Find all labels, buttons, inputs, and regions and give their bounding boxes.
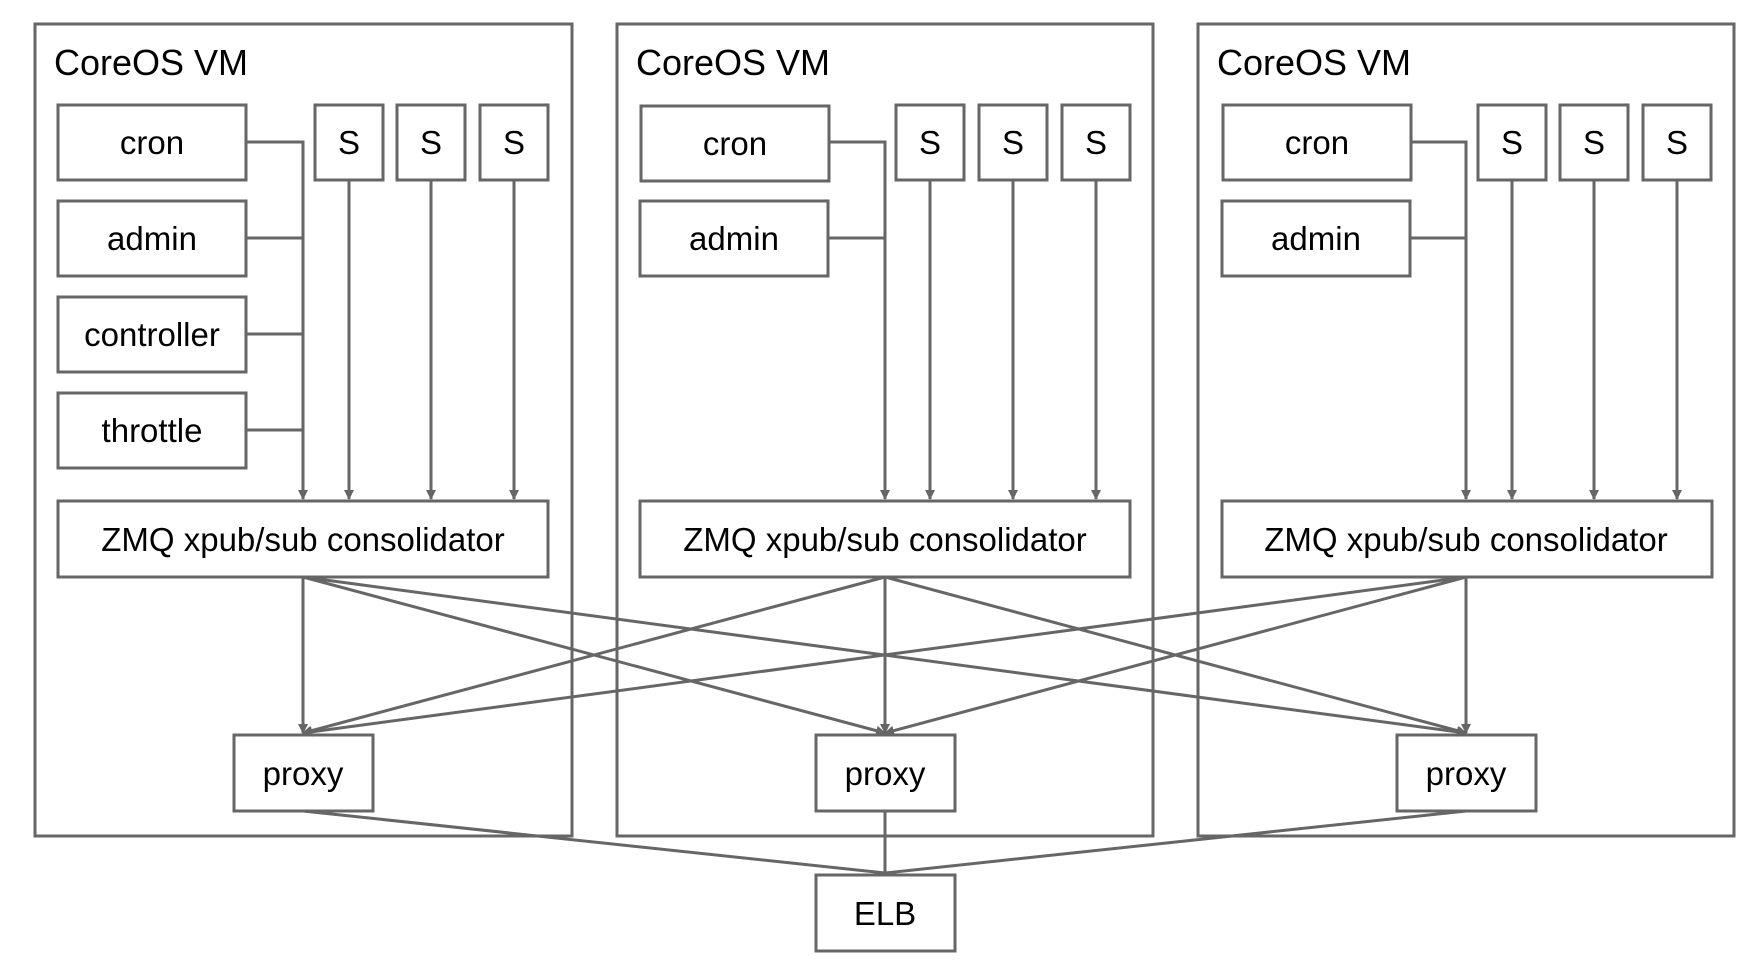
service-label: controller bbox=[84, 316, 220, 353]
consolidator-box bbox=[1220, 499, 1714, 579]
s-box-label: S bbox=[919, 124, 941, 161]
connector-cron bbox=[1411, 140, 1471, 500]
service-box-admin bbox=[638, 199, 830, 278]
service-label: admin bbox=[689, 220, 779, 257]
s-box bbox=[1060, 103, 1132, 182]
proxy-label: proxy bbox=[263, 755, 344, 792]
mesh-connector bbox=[884, 575, 1467, 736]
service-box-admin bbox=[1220, 199, 1412, 278]
service-label: throttle bbox=[102, 412, 203, 449]
s-box-label: S bbox=[420, 124, 442, 161]
consolidator-label: ZMQ xpub/sub consolidator bbox=[101, 521, 505, 558]
s-box bbox=[478, 103, 550, 182]
s-box-label: S bbox=[1666, 124, 1688, 161]
elb-label: ELB bbox=[854, 895, 916, 932]
service-box-throttle bbox=[56, 391, 248, 470]
connector-cron bbox=[829, 140, 890, 500]
service-box-admin bbox=[56, 199, 248, 278]
proxy-label: proxy bbox=[1426, 755, 1507, 792]
s-box bbox=[894, 103, 966, 182]
mesh-connector bbox=[302, 575, 886, 736]
service-label: cron bbox=[703, 125, 767, 162]
s-box-label: S bbox=[1583, 124, 1605, 161]
elb-connector bbox=[302, 809, 886, 875]
consolidator-box bbox=[638, 499, 1132, 579]
vm-title: CoreOS VM bbox=[54, 42, 248, 83]
s-box bbox=[1558, 103, 1630, 182]
connector-cron bbox=[246, 140, 308, 500]
s-box-label: S bbox=[1002, 124, 1024, 161]
s-box bbox=[313, 103, 385, 182]
s-box bbox=[977, 103, 1049, 182]
s-box-label: S bbox=[1501, 124, 1523, 161]
proxy-box bbox=[232, 733, 375, 813]
service-box-cron bbox=[56, 103, 248, 182]
service-label: admin bbox=[1271, 220, 1361, 257]
elb-connector bbox=[884, 809, 1467, 875]
mesh-connector bbox=[302, 575, 1467, 737]
vm-title: CoreOS VM bbox=[1217, 42, 1411, 83]
vm-title: CoreOS VM bbox=[636, 42, 830, 83]
service-label: admin bbox=[107, 220, 197, 257]
consolidator-label: ZMQ xpub/sub consolidator bbox=[683, 521, 1087, 558]
s-box-label: S bbox=[1085, 124, 1107, 161]
service-box-cron bbox=[1221, 103, 1413, 182]
service-label: cron bbox=[120, 124, 184, 161]
s-box bbox=[1476, 103, 1548, 182]
consolidator-label: ZMQ xpub/sub consolidator bbox=[1264, 521, 1668, 558]
s-box-label: S bbox=[503, 124, 525, 161]
elb-box bbox=[814, 873, 957, 953]
service-label: cron bbox=[1285, 124, 1349, 161]
proxy-label: proxy bbox=[845, 755, 926, 792]
s-box-label: S bbox=[338, 124, 360, 161]
